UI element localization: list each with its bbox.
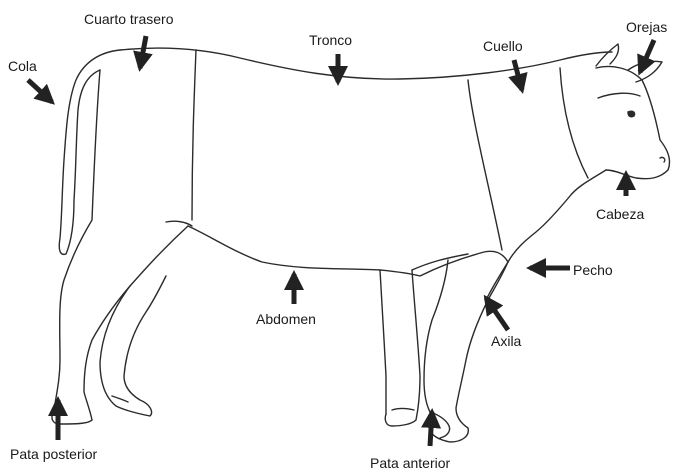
flank-line (166, 221, 192, 226)
hind-leg-2 (100, 276, 166, 416)
label-pata-posterior: Pata posterior (10, 447, 97, 461)
label-axila: Axila (491, 334, 521, 348)
arrow-cola (28, 80, 52, 102)
hindquarter-line (192, 50, 196, 220)
label-cuello: Cuello (483, 39, 523, 53)
label-pata-anterior: Pata anterior (370, 456, 450, 470)
label-cuarto-trasero: Cuarto trasero (84, 12, 173, 26)
head-outline (596, 67, 670, 179)
head-back-line (598, 93, 640, 98)
arrow-axila (486, 298, 508, 330)
hoof-lines (392, 409, 414, 411)
front-leg-inner (424, 260, 448, 412)
nostril (660, 157, 665, 162)
hind-leg-inner (84, 226, 188, 420)
label-pecho: Pecho (573, 263, 613, 277)
label-orejas: Orejas (626, 20, 667, 34)
ear-outline (596, 44, 619, 66)
arrow-cuello (514, 60, 522, 90)
eye (628, 111, 635, 117)
hoof-back (112, 396, 128, 402)
back-outline (120, 48, 612, 79)
throat-outline (486, 170, 606, 300)
arrow-pata-anterior (430, 412, 432, 446)
neck-line-1 (560, 68, 588, 178)
label-cabeza: Cabeza (596, 207, 644, 221)
arrow-orejas (640, 40, 654, 72)
label-tronco: Tronco (309, 33, 352, 47)
neck-line-2 (468, 80, 502, 250)
front-leg-2 (385, 270, 420, 426)
front-leg-outline (430, 262, 508, 442)
label-abdomen: Abdomen (256, 312, 316, 326)
arrow-cuarto-trasero (140, 36, 146, 68)
front-leg-2-inner (380, 270, 386, 414)
label-cola: Cola (8, 59, 37, 73)
belly-outline (188, 226, 508, 276)
